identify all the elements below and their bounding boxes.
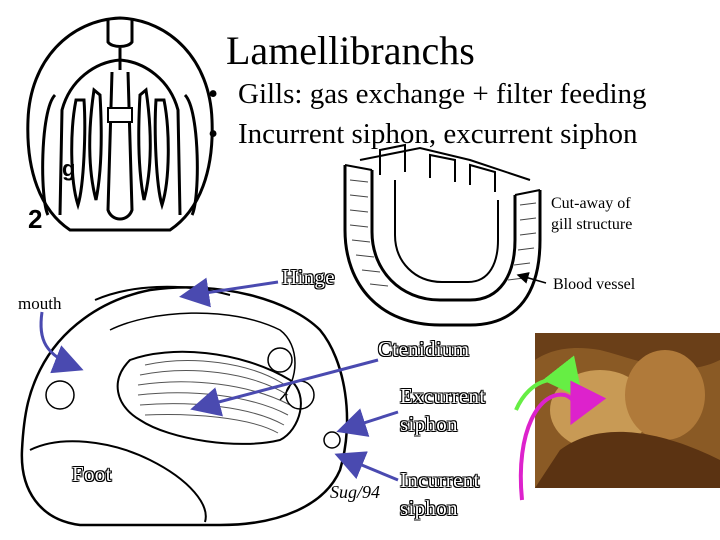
annotation-arrows bbox=[41, 275, 578, 500]
excurrent-line1: Excurrent bbox=[400, 382, 486, 410]
cutaway-caption-line2: gill structure bbox=[551, 214, 632, 235]
cutaway-caption: Cut-away of gill structure bbox=[551, 193, 632, 235]
incurrent-line1: Incurrent bbox=[400, 466, 480, 494]
mouth-label: mouth bbox=[18, 293, 61, 314]
incurrent-siphon-label: Incurrent siphon bbox=[400, 466, 480, 522]
excurrent-siphon-label: Excurrent siphon bbox=[400, 382, 486, 438]
blood-vessel-label: Blood vessel bbox=[553, 274, 635, 295]
slide-title: Lamellibranchs bbox=[226, 28, 475, 74]
hinge-label: Hinge bbox=[282, 263, 335, 291]
figure-number: 2 bbox=[28, 204, 42, 234]
incurrent-line2: siphon bbox=[400, 494, 480, 522]
signature: Sug/94 bbox=[330, 482, 380, 502]
cutaway-caption-line1: Cut-away of bbox=[551, 193, 632, 214]
bullet-list: Gills: gas exchange + filter feeding Inc… bbox=[208, 74, 647, 154]
bullet-gills: Gills: gas exchange + filter feeding bbox=[208, 74, 647, 114]
clam-anatomy-drawing bbox=[22, 287, 347, 525]
foot-label: Foot bbox=[72, 460, 112, 488]
ctenidium-label: Ctenidium bbox=[378, 335, 469, 363]
bullet-siphons: Incurrent siphon, excurrent siphon bbox=[208, 114, 647, 154]
clam-photo bbox=[535, 333, 720, 488]
figure-letter-g: g bbox=[62, 156, 75, 181]
gill-cross-section-diagram bbox=[28, 18, 212, 230]
excurrent-line2: siphon bbox=[400, 410, 486, 438]
gill-cutaway-drawing bbox=[345, 145, 540, 325]
